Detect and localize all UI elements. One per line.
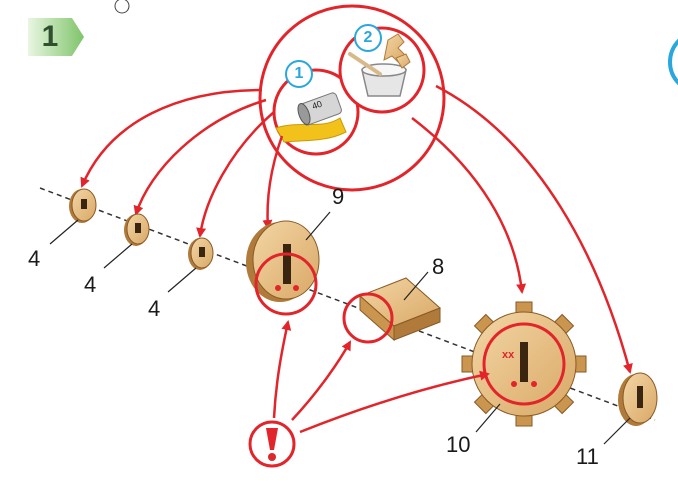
arrow-to-part-9 bbox=[262, 135, 284, 230]
part-label-8: 8 bbox=[432, 254, 445, 279]
glue-tube-icon bbox=[275, 92, 347, 143]
arrow-to-part-4b bbox=[133, 98, 267, 216]
part-8 bbox=[342, 277, 441, 344]
exclamation-icon bbox=[248, 420, 296, 468]
step-badge: 1 bbox=[28, 18, 84, 56]
soak-bowl-icon bbox=[348, 33, 411, 97]
arrow-to-part-4c bbox=[196, 111, 275, 238]
top-edge-mark bbox=[114, 0, 130, 14]
part-4a bbox=[69, 188, 97, 223]
gear-mark: xx bbox=[502, 349, 515, 361]
arrow-to-part-10 bbox=[411, 117, 527, 294]
callout-bubble bbox=[258, 4, 446, 192]
arrow-to-part-11 bbox=[435, 84, 633, 374]
part-4b bbox=[124, 213, 150, 246]
warning-arrows bbox=[272, 320, 490, 434]
part-label-11: 11 bbox=[576, 444, 599, 469]
callout-number-soak: 2 bbox=[354, 24, 382, 52]
part-10: xx bbox=[461, 301, 587, 427]
callout-number-glue: 1 bbox=[285, 60, 313, 88]
part-9 bbox=[246, 220, 320, 316]
part-label-4b: 4 bbox=[84, 272, 97, 297]
next-step-marker bbox=[668, 38, 678, 86]
part-label-10: 10 bbox=[446, 432, 471, 457]
arrow-to-part-4a bbox=[80, 88, 263, 188]
part-11 bbox=[618, 372, 658, 426]
step-number: 1 bbox=[41, 20, 59, 53]
callout-arrows bbox=[80, 84, 633, 374]
part-label-4c: 4 bbox=[148, 296, 161, 321]
part-label-9: 9 bbox=[332, 184, 345, 209]
part-label-4a: 4 bbox=[28, 246, 41, 271]
part-4c bbox=[188, 237, 214, 270]
